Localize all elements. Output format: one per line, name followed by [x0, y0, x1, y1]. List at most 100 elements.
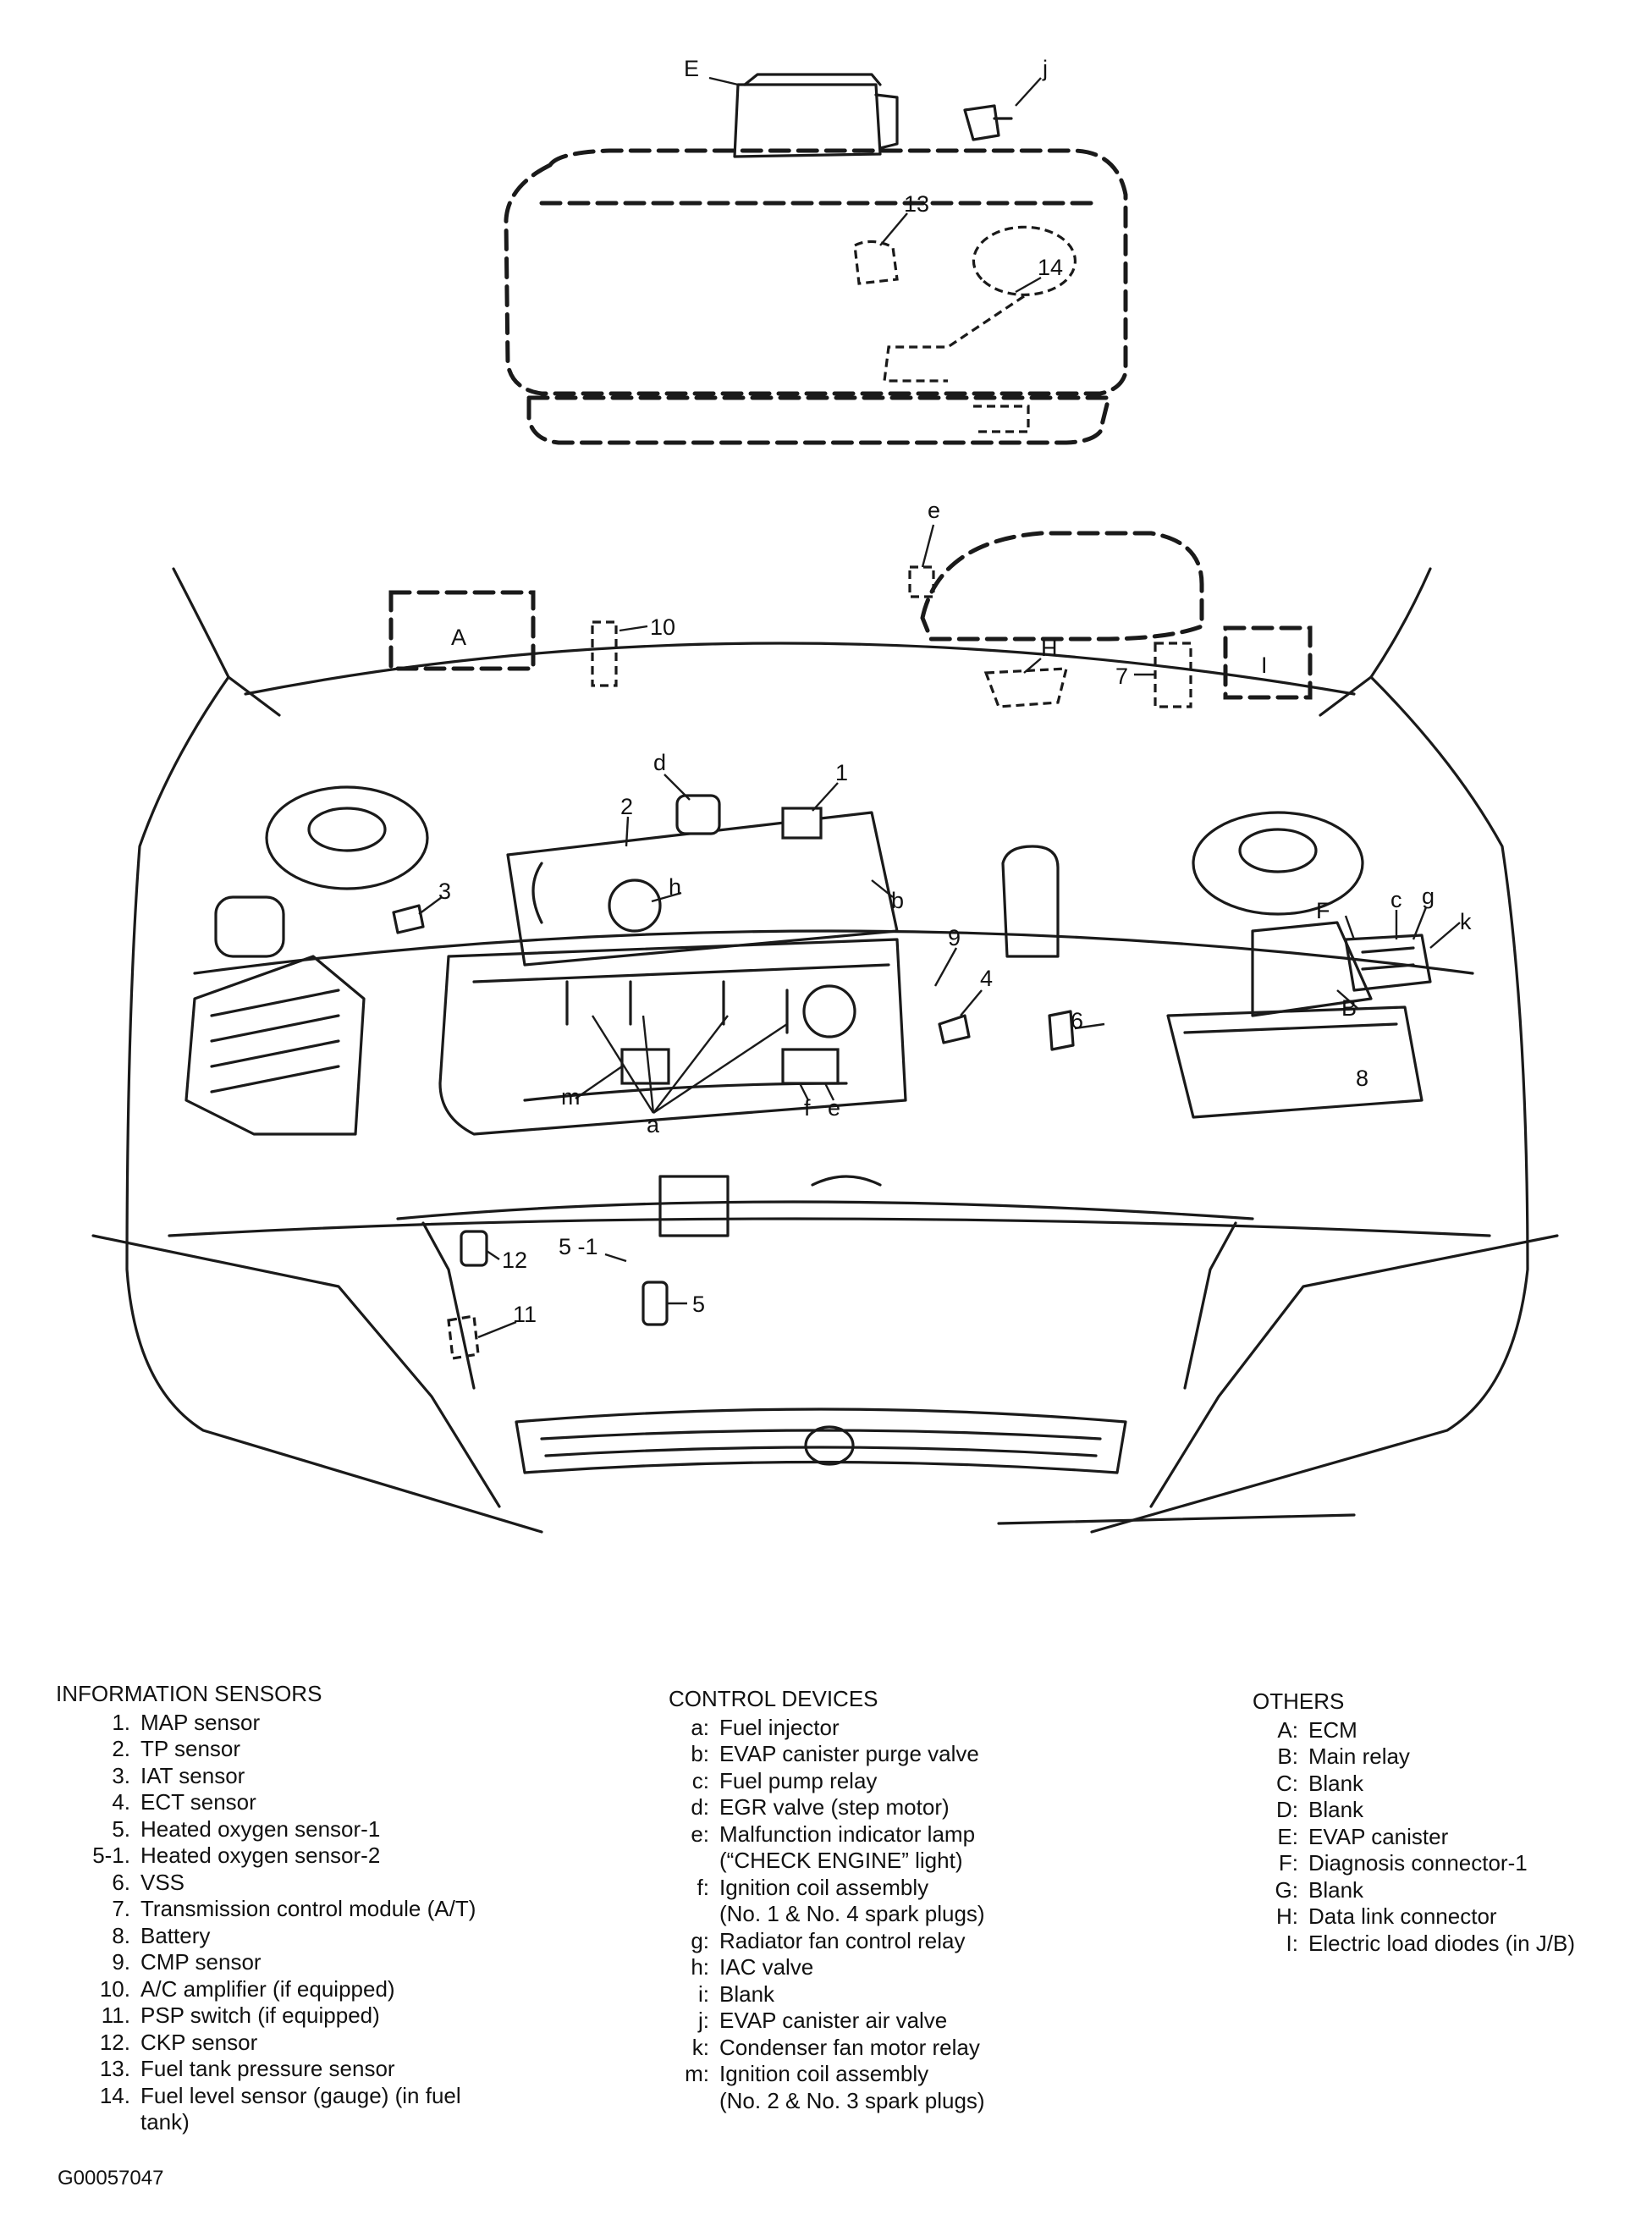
- radiator-cap-area: [658, 1175, 882, 1237]
- legend-item: k:Condenser fan motor relay: [669, 2035, 985, 2062]
- legend-item-key: 13.: [99, 2056, 130, 2081]
- hood-outline: [172, 567, 1432, 696]
- engine-bay-group: [184, 785, 1432, 1360]
- legend-item: 2.TP sensor: [56, 1736, 476, 1763]
- callout-h: h: [669, 874, 681, 900]
- front-grille: [515, 1407, 1127, 1474]
- front-bumper: [168, 1200, 1491, 1237]
- car-body-group: [91, 567, 1559, 1534]
- fuel-level-sensor: [972, 225, 1077, 296]
- legend-item-text: EVAP canister purge valve: [719, 1741, 979, 1766]
- leader-lines: [418, 76, 1461, 1339]
- legend-item-key: 11.: [101, 2002, 130, 2028]
- callout-g: g: [1422, 884, 1434, 909]
- legend-item: B:Main relay: [1253, 1743, 1575, 1771]
- legend-item-key: 10.: [99, 1975, 130, 2002]
- fuel-tank-outline: [504, 148, 1128, 396]
- callout-d: d: [653, 750, 666, 775]
- legend-item-text: Main relay: [1308, 1743, 1410, 1769]
- callout-13: 13: [904, 191, 929, 217]
- legend-item: a:Fuel injector: [669, 1715, 985, 1742]
- legend-heading-control: CONTROL DEVICES: [669, 1686, 878, 1711]
- legend-item: A:ECM: [1253, 1717, 1575, 1744]
- legend-item: 1.MAP sensor: [56, 1710, 476, 1737]
- legend-item-key: 14.: [99, 2082, 130, 2108]
- legend-item: g:Radiator fan control relay: [669, 1928, 985, 1955]
- callout-e-top: e: [928, 498, 940, 523]
- callout-3: 3: [438, 879, 451, 904]
- legend-item-key: 3.: [112, 1762, 130, 1788]
- evap-canister-outline: [733, 83, 899, 158]
- callout-c: c: [1390, 887, 1402, 912]
- air-cleaner: [184, 955, 366, 1136]
- strut-tower-right: [1192, 811, 1364, 916]
- legend-item-key: G:: [1275, 1876, 1298, 1903]
- legend-item-key: 9.: [112, 1949, 130, 1975]
- legend-item: 5. Heated oxygen sensor-1: [56, 1816, 476, 1843]
- callout-E: E: [684, 56, 699, 81]
- iat-sensor: [392, 904, 425, 934]
- legend-item-text: CKP sensor: [140, 2029, 258, 2055]
- legend-item-text: EGR valve (step motor): [719, 1794, 950, 1820]
- tcm-box: [1154, 642, 1192, 708]
- legend-item-text: EVAP canister air valve: [719, 2008, 948, 2033]
- callout-5: 5: [692, 1292, 705, 1317]
- callout-F: F: [1316, 898, 1330, 923]
- legend-item-text: Blank: [1308, 1876, 1364, 1903]
- legend-item-text: Blank: [719, 1980, 775, 2007]
- figure-id: G00057047: [58, 2167, 164, 2190]
- legend-item: 12. CKP sensor: [56, 2030, 476, 2057]
- relay-box: [1251, 921, 1373, 1017]
- legend-item-text: TP sensor: [140, 1736, 241, 1761]
- legend-item: h:IAC valve: [669, 1954, 985, 1981]
- evap-canister-air-valve: [963, 104, 1013, 141]
- legend-item: 3.IAT sensor: [56, 1763, 476, 1790]
- legend-item-text: Radiator fan control relay: [719, 1927, 966, 1953]
- legend-item-key: m:: [685, 2061, 709, 2086]
- legend-item-key: 5.: [112, 1815, 130, 1842]
- legend-item-text: Malfunction indicator lamp (“CHECK ENGIN…: [719, 1821, 976, 1874]
- legend-item: 14. Fuel level sensor (gauge) (in fuel ta…: [56, 2083, 476, 2136]
- legend-item-text: Condenser fan motor relay: [719, 2034, 980, 2060]
- callout-k: k: [1460, 909, 1472, 934]
- vss: [1048, 1010, 1075, 1051]
- legend-item-key: e:: [691, 1821, 709, 1847]
- iac-valve: [608, 879, 662, 933]
- callout-a: a: [647, 1112, 660, 1138]
- legend-item-key: F:: [1278, 1850, 1298, 1876]
- legend-item-text: Heated oxygen sensor-1: [140, 1815, 381, 1842]
- legend-item-text: EVAP canister: [1308, 1823, 1449, 1849]
- callout-14: 14: [1038, 255, 1063, 280]
- legend-item-key: 12.: [99, 2029, 130, 2055]
- fuel-injectors: [565, 980, 789, 1034]
- legend-item-text: Blank: [1308, 1797, 1364, 1822]
- oil-cap: [802, 984, 856, 1038]
- callout-A: A: [451, 625, 466, 650]
- legend-item-key: H:: [1276, 1903, 1298, 1929]
- legend-heading-sensors: INFORMATION SENSORS: [56, 1681, 322, 1706]
- legend-item-text: Electric load diodes (in J/B): [1308, 1930, 1576, 1956]
- legend-item-key: 5-1.: [92, 1843, 130, 1868]
- legend-item: m: Ignition coil assembly (No. 2 & No. 3 …: [669, 2061, 985, 2114]
- legend-heading-others: OTHERS: [1253, 1688, 1345, 1714]
- legend-item: j:EVAP canister air valve: [669, 2008, 985, 2035]
- legend-item: 13.Fuel tank pressure sensor: [56, 2056, 476, 2083]
- legend-item-text: Transmission control module (A/T): [140, 1896, 476, 1921]
- fuel-tank-pressure-sensor: [853, 240, 899, 285]
- legend-item-text: Ignition coil assembly (No. 2 & No. 3 sp…: [719, 2061, 985, 2113]
- ac-amplifier-box: [591, 620, 618, 687]
- legend-item-key: 8.: [112, 1922, 130, 1948]
- legend-item-text: Fuel level sensor (gauge) (in fuel tank): [140, 2082, 461, 2135]
- callout-I: I: [1261, 653, 1268, 678]
- legend-item-key: E:: [1277, 1823, 1298, 1849]
- cylinder-head: [438, 938, 907, 1136]
- legend-item-key: I:: [1286, 1930, 1298, 1956]
- callout-12: 12: [502, 1248, 527, 1273]
- legend-item: 4.ECT sensor: [56, 1789, 476, 1816]
- ckp-sensor: [460, 1230, 488, 1267]
- callout-4: 4: [980, 966, 993, 991]
- legend-item: G: Blank: [1253, 1877, 1575, 1904]
- legend-item: H:Data link connector: [1253, 1903, 1575, 1931]
- legend-item-key: h:: [691, 1954, 709, 1980]
